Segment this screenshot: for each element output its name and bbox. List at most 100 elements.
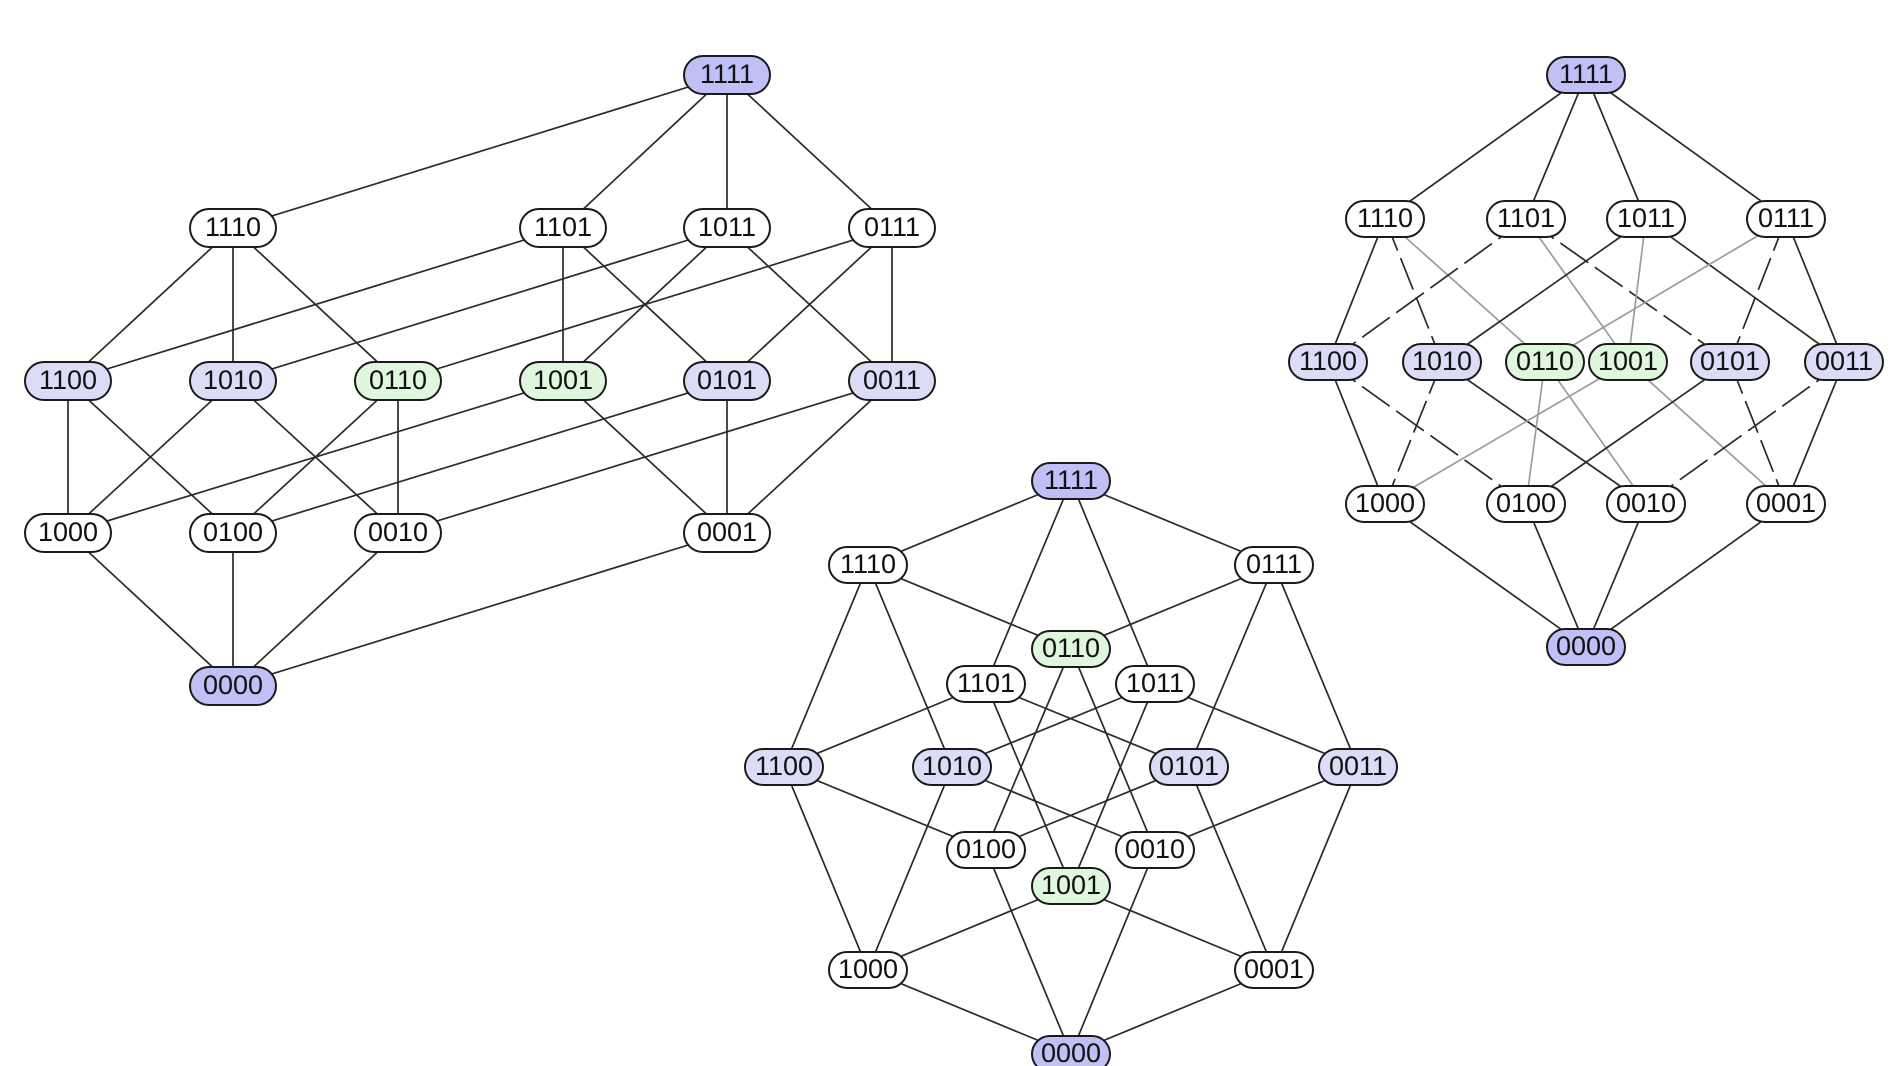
node-label: 1000 [838, 954, 898, 984]
node-1000: 1000 [24, 513, 112, 553]
node-0010: 0010 [354, 513, 442, 553]
node-shape [1690, 343, 1770, 381]
node-shape [1746, 200, 1826, 238]
node-0000: 0000 [1546, 628, 1626, 666]
node-1011: 1011 [1606, 200, 1686, 238]
node-shape [1031, 1035, 1111, 1066]
node-label: 0100 [956, 834, 1016, 864]
node-shape [1402, 343, 1482, 381]
node-label: 0101 [1159, 751, 1219, 781]
node-1001: 1001 [519, 361, 607, 401]
node-label: 0110 [1042, 633, 1100, 663]
edge-1111-1011 [1070, 480, 1156, 685]
edge-1011-1010 [232, 227, 728, 382]
edge-layer [1327, 74, 1845, 648]
node-label: 0011 [1329, 751, 1387, 781]
edge-0001-0000 [1585, 503, 1787, 648]
node-1010: 1010 [1402, 343, 1482, 381]
edge-1111-1110 [1384, 74, 1587, 220]
node-shape [1318, 748, 1398, 786]
node-label: 1011 [1617, 203, 1675, 233]
edge-0111-0110 [397, 227, 893, 382]
node-label: 0101 [1700, 346, 1760, 376]
node-shape [1546, 56, 1626, 94]
node-shape [1234, 546, 1314, 584]
node-label: 0011 [863, 365, 921, 395]
node-label: 0100 [1496, 488, 1556, 518]
node-shape [1031, 867, 1111, 905]
edge-0101-0100 [1525, 361, 1731, 505]
node-shape [828, 951, 908, 989]
edge-1110-1100 [67, 227, 234, 382]
node-shape [354, 513, 442, 553]
edge-1111-1011 [1585, 74, 1647, 220]
node-0111: 0111 [1746, 200, 1826, 238]
edge-1011-0011 [1645, 218, 1845, 363]
node-1111: 1111 [1546, 56, 1626, 94]
node-shape [1031, 462, 1111, 500]
edge-1111-1101 [985, 480, 1072, 685]
node-shape [848, 361, 936, 401]
node-shape [1804, 343, 1884, 381]
node-1110: 1110 [1345, 200, 1425, 238]
node-label: 1010 [922, 751, 982, 781]
node-1000: 1000 [1345, 485, 1425, 523]
node-shape [24, 513, 112, 553]
node-1000: 1000 [828, 951, 908, 989]
node-label: 0010 [1125, 834, 1185, 864]
node-0110: 0110 [1505, 343, 1585, 381]
node-shape [1288, 343, 1368, 381]
node-label: 1100 [39, 365, 97, 395]
node-shape [1505, 343, 1585, 381]
node-0011: 0011 [1804, 343, 1884, 381]
node-1001: 1001 [1588, 343, 1668, 381]
edge-1100-0100 [1327, 361, 1527, 505]
node-label: 1101 [534, 212, 592, 242]
node-1101: 1101 [1486, 200, 1566, 238]
edge-1010-1000 [1384, 361, 1443, 505]
node-shape [683, 513, 771, 553]
edge-1110-1100 [783, 564, 869, 768]
edge-0010-0000 [1585, 503, 1647, 648]
node-1011: 1011 [683, 208, 771, 248]
edge-1001-1000 [1384, 361, 1629, 505]
node-label: 1100 [1299, 346, 1357, 376]
edge-0011-0010 [397, 380, 893, 534]
edge-0010-0000 [232, 532, 399, 687]
node-label: 1001 [1041, 870, 1101, 900]
node-shape [1486, 200, 1566, 238]
node-1111: 1111 [683, 55, 771, 95]
node-shape [189, 513, 277, 553]
node-shape [1115, 831, 1195, 869]
edge-1001-1000 [67, 380, 564, 534]
edge-1101-1001 [1525, 218, 1629, 363]
node-shape [24, 361, 112, 401]
edge-1110-1010 [1384, 218, 1443, 363]
node-label: 1000 [1355, 488, 1415, 518]
node-0100: 0100 [1486, 485, 1566, 523]
node-shape [1149, 748, 1229, 786]
edge-0101-0001 [1188, 766, 1275, 971]
node-label: 0001 [697, 517, 757, 547]
node-label: 0111 [1246, 549, 1302, 579]
node-label: 1110 [205, 212, 261, 242]
node-shape [1588, 343, 1668, 381]
node-shape [1546, 628, 1626, 666]
edge-1010-1000 [67, 380, 234, 534]
node-label: 0111 [864, 212, 920, 242]
node-label: 1001 [1598, 346, 1658, 376]
node-label: 1110 [1357, 203, 1413, 233]
edge-0110-0100 [985, 648, 1072, 851]
node-1010: 1010 [189, 361, 277, 401]
node-0000: 0000 [189, 666, 277, 706]
edge-0011-0001 [1273, 766, 1359, 971]
node-label: 1101 [1497, 203, 1555, 233]
node-shape [683, 361, 771, 401]
node-0000: 0000 [1031, 1035, 1111, 1066]
edge-1111-0111 [1585, 74, 1787, 220]
node-1100: 1100 [1288, 343, 1368, 381]
edge-1110-0110 [1384, 218, 1546, 363]
node-label: 0100 [203, 517, 263, 547]
